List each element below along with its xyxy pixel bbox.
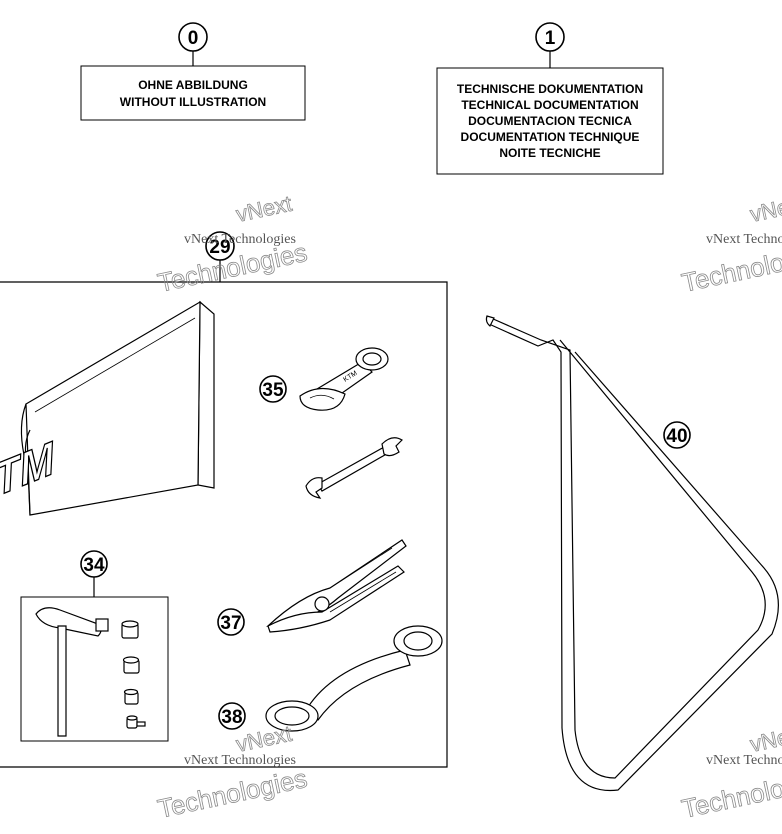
callout-38[interactable]: 38	[218, 702, 246, 730]
pliers-37[interactable]	[266, 539, 407, 633]
watermark-text: vNext Technologies	[184, 753, 296, 768]
tool-bag[interactable]: KTM	[0, 300, 215, 519]
watermark-text: Technologies	[155, 763, 310, 824]
callout-1-number: 1	[545, 28, 556, 49]
callout-40-number: 40	[666, 426, 687, 447]
callout-29-number: 29	[209, 237, 230, 258]
label-line: DOCUMENTATION TECHNIQUE	[461, 130, 640, 144]
watermark-bottom-right: vNext vNext Technologies Technologies	[679, 720, 782, 824]
socket-set-34[interactable]	[20, 596, 169, 742]
watermark-text: Technologies	[679, 763, 782, 824]
open-end-wrench[interactable]	[305, 437, 403, 499]
ring-wrench-38[interactable]	[265, 625, 443, 732]
callout-37[interactable]: 37	[217, 608, 245, 636]
watermark-text: vNext Technologies	[184, 232, 296, 247]
callout-34-number: 34	[83, 555, 105, 576]
watermark-text: vNext	[234, 191, 294, 227]
callout-35[interactable]: 35	[259, 375, 287, 403]
callout-0[interactable]: 0	[178, 22, 208, 52]
callout-40[interactable]: 40	[663, 421, 691, 449]
watermark-text: vNext	[748, 191, 782, 227]
watermark-bottom-center: vNext vNext Technologies Technologies	[155, 720, 311, 824]
label-line: TECHNICAL DOCUMENTATION	[461, 98, 638, 112]
label-line: DOCUMENTACION TECNICA	[468, 114, 632, 128]
label-line: OHNE ABBILDUNG	[138, 78, 248, 92]
watermark-top-right: vNext vNext Technologies Technologies	[679, 190, 782, 298]
toolkit-frame	[0, 281, 448, 768]
watermark-text: vNext	[748, 721, 782, 757]
watermark-text: vNext	[234, 721, 294, 757]
callout-35-number: 35	[262, 380, 284, 401]
callout-1[interactable]: 1	[535, 22, 565, 52]
watermark-text: vNext Technologies	[706, 753, 782, 768]
callout-29[interactable]: 29	[205, 231, 235, 261]
label-line: WITHOUT ILLUSTRATION	[120, 95, 266, 109]
label-line: TECHNISCHE DOKUMENTATION	[457, 82, 643, 96]
label-line: NOITE TECNICHE	[499, 146, 600, 160]
stand-40[interactable]	[485, 315, 779, 792]
callout-34[interactable]: 34	[80, 550, 108, 578]
watermark-text: vNext Technologies	[706, 232, 782, 247]
callout-37-number: 37	[220, 613, 241, 634]
callout-38-number: 38	[221, 707, 242, 728]
callout-0-number: 0	[188, 28, 199, 49]
label-box-technical-documentation: TECHNISCHE DOKUMENTATION TECHNICAL DOCUM…	[436, 67, 664, 175]
combination-wrench-35[interactable]: KTM	[299, 347, 389, 411]
label-box-without-illustration: OHNE ABBILDUNG WITHOUT ILLUSTRATION	[80, 65, 306, 121]
